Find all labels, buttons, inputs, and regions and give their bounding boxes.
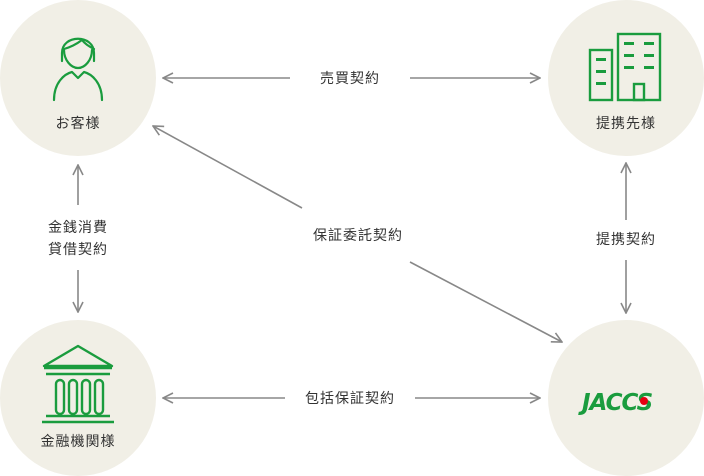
- partner-node: [548, 0, 704, 156]
- loan-contract-label-line1: 金銭消費: [48, 220, 108, 236]
- partner-label: 提携先様: [596, 116, 656, 132]
- blanket-guarantee-label: 包括保証契約: [305, 391, 395, 407]
- jaccs-logo: JACCS: [578, 390, 654, 416]
- loan-contract-label-line2: 貸借契約: [48, 242, 108, 258]
- sales-contract-label: 売買契約: [320, 71, 380, 87]
- consign-arrow-up: [153, 126, 303, 209]
- jaccs-node: [548, 320, 704, 476]
- jaccs-logo-dot: [640, 397, 648, 405]
- partnership-contract-label: 提携契約: [596, 232, 656, 248]
- bank-icon: [42, 344, 114, 424]
- person-icon: [52, 37, 104, 102]
- guarantee-consign-label: 保証委託契約: [313, 228, 403, 244]
- customer-label: お客様: [56, 115, 101, 132]
- building-icon: [588, 32, 662, 102]
- bank-label: 金融機関様: [41, 434, 116, 450]
- consign-arrow-down: [409, 261, 562, 342]
